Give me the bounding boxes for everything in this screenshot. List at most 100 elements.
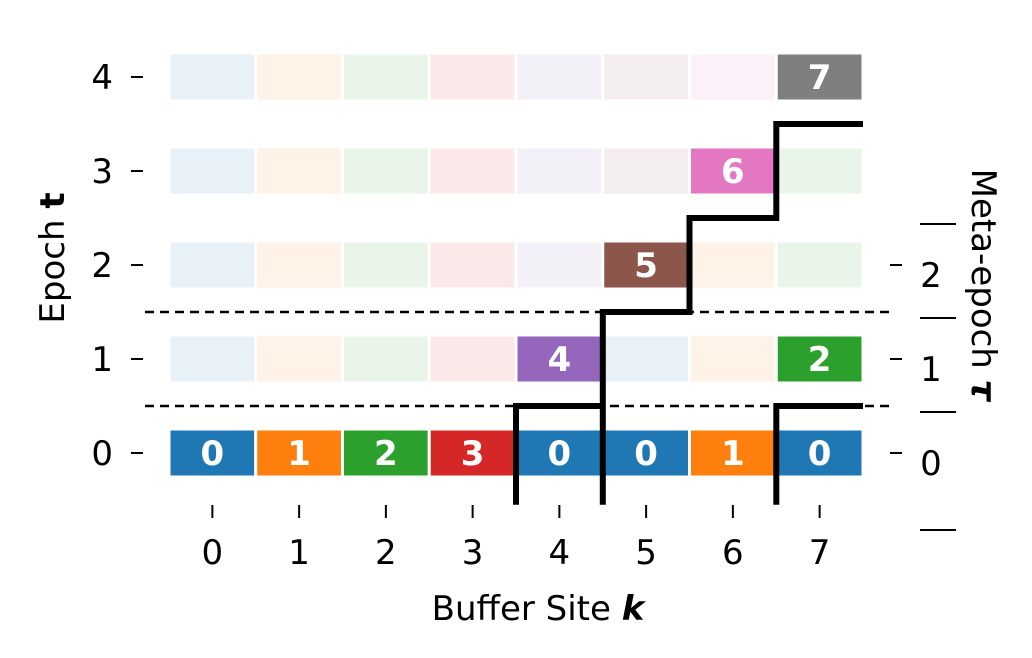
cell-e1-k1 (254, 333, 344, 385)
cell-e3-k2 (341, 145, 431, 197)
cell-rect (254, 145, 344, 197)
cell-e2-k6 (688, 239, 778, 291)
cell-label: 1 (287, 434, 311, 474)
cell-label: 2 (374, 434, 398, 474)
cell-e0-k0: 0 (167, 427, 258, 479)
cell-e3-k1 (254, 145, 344, 197)
cell-label: 0 (548, 434, 572, 474)
cell-label: 1 (721, 434, 745, 474)
cell-rect (601, 333, 691, 385)
cell-rect (427, 333, 518, 385)
cell-e0-k4: 0 (514, 427, 605, 479)
cell-label: 2 (808, 340, 832, 380)
cell-rect (688, 145, 778, 197)
cell-rect (254, 239, 344, 291)
cell-e1-k6 (688, 333, 778, 385)
cell-e3-k0 (167, 145, 258, 197)
cell-rect (688, 239, 778, 291)
cell-rect (341, 145, 431, 197)
x-tick-label: 5 (635, 533, 657, 573)
cell-rect (774, 333, 865, 385)
cell-e2-k4 (514, 239, 605, 291)
cell-e2-k2 (341, 239, 431, 291)
cell-rect (514, 239, 605, 291)
cell-rect (167, 239, 258, 291)
meta-epoch-tick-label: 0 (920, 444, 942, 484)
cell-label: 0 (808, 434, 832, 474)
cell-e0-k2: 2 (341, 427, 431, 479)
cell-e1-k4: 4 (514, 333, 605, 385)
y-tick-label: 1 (91, 340, 113, 380)
x-tick-label: 3 (462, 533, 484, 573)
cell-rect (341, 239, 431, 291)
cell-e0-k3: 3 (427, 427, 518, 479)
cell-rect (341, 427, 431, 479)
cell-e1-k2 (341, 333, 431, 385)
cell-label: 7 (808, 58, 832, 98)
cell-rect (514, 427, 605, 479)
y-tick-label: 4 (91, 58, 113, 98)
x-tick-label: 4 (549, 533, 571, 573)
cell-e4-k0 (167, 51, 258, 103)
cell-e0-k5: 0 (601, 427, 691, 479)
cell-e1-k3 (427, 333, 518, 385)
staircase-segment-1 (599, 121, 863, 505)
cell-rect (254, 333, 344, 385)
cell-e0-k7: 0 (774, 427, 865, 479)
cell-rect (774, 239, 865, 291)
cell-rect (601, 145, 691, 197)
meta-epoch-tick-label: 1 (920, 350, 942, 390)
cell-e4-k2 (341, 51, 431, 103)
y-tick-label: 3 (91, 152, 113, 192)
cell-e4-k6 (688, 51, 778, 103)
cell-e4-k5 (601, 51, 691, 103)
cell-label: 0 (634, 434, 658, 474)
x-axis-label: Buffer Site k (432, 589, 647, 629)
cell-rect (774, 51, 865, 103)
cell-e2-k0 (167, 239, 258, 291)
cell-rect (341, 51, 431, 103)
cell-label: 3 (461, 434, 485, 474)
cell-rect (167, 427, 258, 479)
cell-rect (688, 333, 778, 385)
cell-label: 6 (721, 152, 745, 192)
cell-rect (688, 427, 778, 479)
lines-layer (145, 121, 890, 505)
cell-rect (167, 145, 258, 197)
cell-rect (427, 145, 518, 197)
cell-e3-k7 (774, 145, 865, 197)
cell-rect (254, 427, 344, 479)
cell-label: 4 (548, 340, 572, 380)
cell-e2-k7 (774, 239, 865, 291)
x-tick-label: 1 (288, 533, 310, 573)
staircase-segment-0 (513, 403, 603, 505)
y-tick-label: 2 (91, 246, 113, 286)
cell-e4-k4 (514, 51, 605, 103)
cell-rect (514, 145, 605, 197)
cell-rect (341, 333, 431, 385)
cell-rect (774, 145, 865, 197)
cell-e1-k7: 2 (774, 333, 865, 385)
meta-epoch-ticks: 012 (890, 223, 956, 531)
staircase-segment-2 (773, 403, 863, 505)
cell-label: 5 (634, 246, 658, 286)
y-tick-label: 0 (91, 434, 113, 474)
cell-rect (601, 51, 691, 103)
cell-rect (514, 51, 605, 103)
y-ticks: 0 1 2 3 4 (91, 58, 143, 474)
cell-e1-k0 (167, 333, 258, 385)
cell-rect (254, 51, 344, 103)
cell-rect (427, 51, 518, 103)
cell-e3-k6: 6 (688, 145, 778, 197)
cell-e3-k4 (514, 145, 605, 197)
cell-rect (688, 51, 778, 103)
y-axis-label: Epoch t (33, 192, 73, 323)
cell-rect (167, 333, 258, 385)
meta-epoch-axis-label: Meta-epoch τ (963, 169, 1003, 403)
x-tick-label: 0 (202, 533, 224, 573)
cell-e2-k5: 5 (601, 239, 691, 291)
cell-e0-k1: 1 (254, 427, 344, 479)
cell-e3-k5 (601, 145, 691, 197)
